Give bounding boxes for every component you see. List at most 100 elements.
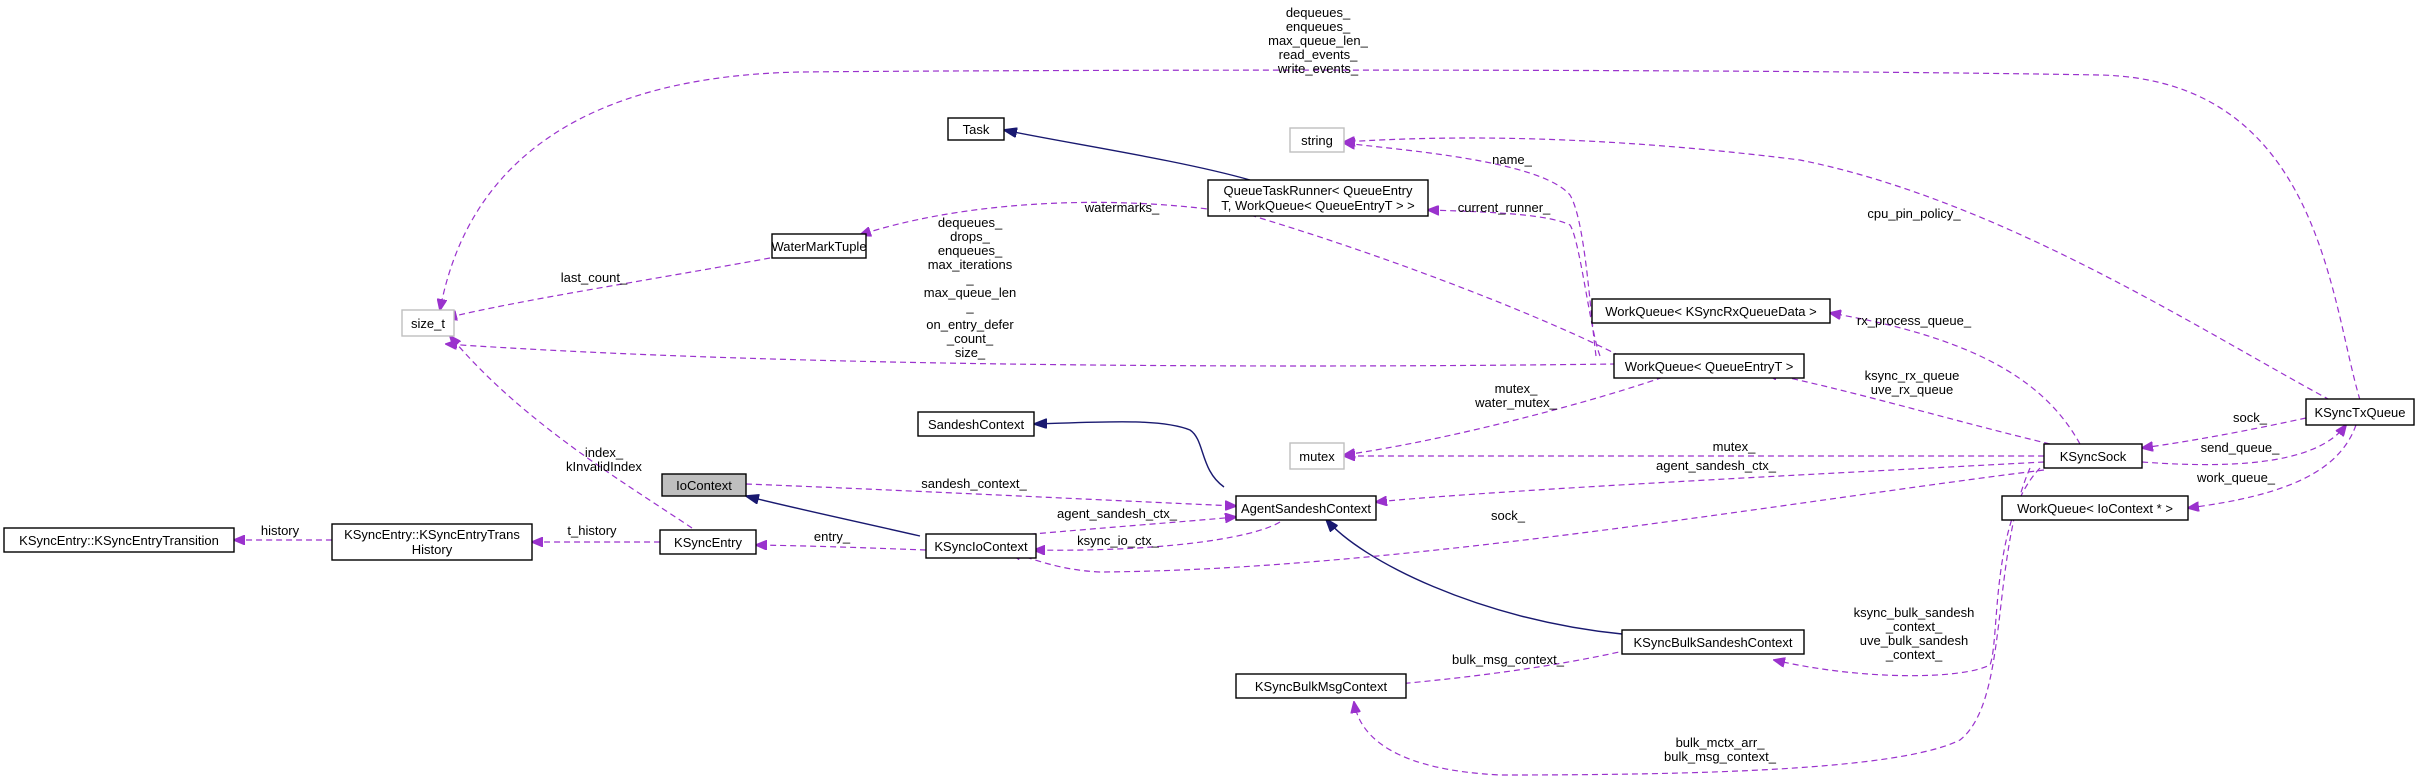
label-name: name_ (1492, 152, 1533, 167)
node-string-label: string (1301, 133, 1333, 148)
label-sock: sock_ (2233, 410, 2268, 425)
node-asc-label: AgentSandeshContext (1241, 501, 1371, 516)
node-watermark-tuple[interactable]: WaterMarkTuple (771, 233, 867, 259)
label-wq-sep2: _ (965, 299, 974, 314)
edge-ksynciocontext-asc (1009, 517, 1236, 537)
edge-ksynciocontext-entry (756, 545, 927, 551)
label-top-enqueues: enqueues_ (1286, 19, 1351, 34)
node-qtr-label-1: QueueTaskRunner< QueueEntry (1224, 183, 1413, 198)
edge-ksynciocontext-iocontext (746, 496, 921, 537)
node-ksync-sock[interactable]: KSyncSock (2043, 443, 2143, 469)
node-qtr-label-2: T, WorkQueue< QueueEntryT > > (1221, 198, 1415, 213)
edge-asc-ksynciocontext (1034, 521, 1281, 550)
node-ksync-entry-trans-history[interactable]: KSyncEntry::KSyncEntryTrans History (331, 523, 533, 561)
node-task[interactable]: Task (947, 117, 1005, 141)
edge-watermark-sizet (446, 257, 771, 318)
label-history: history (261, 523, 300, 538)
label-bulk-mctx-arr: bulk_mctx_arr_ (1676, 735, 1766, 750)
label-wq-sep1: _ (965, 271, 974, 286)
edge-sock-bulksandesh (1774, 467, 2041, 677)
node-bulk-sandesh-label: KSyncBulkSandeshContext (1634, 635, 1793, 650)
edge-txqueue-string (1344, 138, 2331, 401)
node-ksync-entry-label: KSyncEntry (674, 535, 742, 550)
edge-qtr-task (1004, 130, 1251, 181)
edges (234, 69, 2361, 776)
label-current-runner: current_runner_ (1458, 200, 1551, 215)
node-ksync-tx-queue[interactable]: KSyncTxQueue (2305, 398, 2415, 426)
edge-txqueue-sizet (440, 69, 2361, 401)
edge-sock-txqueue (2141, 425, 2346, 466)
label-mutex: mutex_ (1495, 381, 1538, 396)
label-wq-drops: drops_ (950, 229, 991, 244)
label-entry: entry_ (814, 529, 851, 544)
nodes: Task string QueueTaskRunner< QueueEntry … (3, 117, 2415, 699)
node-mutex-label: mutex (1299, 449, 1335, 464)
node-workqueue-entry[interactable]: WorkQueue< QueueEntryT > (1613, 353, 1805, 379)
node-size-t-label: size_t (411, 316, 445, 331)
edge-wq-string (1344, 143, 1597, 357)
label-watermarks: watermarks_ (1084, 200, 1160, 215)
node-ksync-bulk-sandesh-context[interactable]: KSyncBulkSandeshContext (1621, 629, 1805, 655)
label-bulk-msg-context-2: bulk_msg_context_ (1664, 749, 1777, 764)
label-sandesh-context: sandesh_context_ (921, 476, 1027, 491)
node-wq-entry-label: WorkQueue< QueueEntryT > (1625, 359, 1794, 374)
label-send-queue: send_queue_ (2201, 440, 2281, 455)
node-agent-sandesh-context[interactable]: AgentSandeshContext (1235, 495, 1377, 521)
node-ksync-io-context[interactable]: KSyncIoContext (925, 533, 1037, 559)
edge-labels: dequeues_ enqueues_ max_queue_len_ read_… (261, 5, 2280, 764)
node-ksync-entry[interactable]: KSyncEntry (659, 529, 757, 555)
label-wq-max-iterations: max_iterations (928, 257, 1013, 272)
edge-bulksandesh-bulkmsg (1374, 649, 1629, 686)
node-size-t[interactable]: size_t (401, 309, 455, 337)
node-workqueue-io[interactable]: WorkQueue< IoContext * > (2001, 495, 2189, 521)
label-uve-bulk-sandesh: uve_bulk_sandesh (1860, 633, 1968, 648)
node-ksync-io-context-label: KSyncIoContext (934, 539, 1028, 554)
edge-sizet-ksyncentry (450, 336, 693, 529)
node-sandesh-context[interactable]: SandeshContext (917, 411, 1035, 437)
node-trans-history-label-2: History (412, 542, 453, 557)
label-agent-sandesh-ctx-io: agent_sandesh_ctx_ (1057, 506, 1178, 521)
edge-sock-wqrx (1830, 313, 2081, 445)
edge-sock-wqentry (1766, 373, 2051, 445)
edge-wq-watermark (860, 201, 1621, 357)
label-ksync-bulk-sandesh: ksync_bulk_sandesh (1854, 605, 1975, 620)
node-ksync-bulk-msg-context[interactable]: KSyncBulkMsgContext (1235, 673, 1407, 699)
node-workqueue-rx[interactable]: WorkQueue< KSyncRxQueueData > (1591, 298, 1831, 324)
node-io-context[interactable]: IoContext (661, 473, 747, 497)
label-top-max-queue-len: max_queue_len_ (1268, 33, 1369, 48)
label-ksync-rx-queue: ksync_rx_queue (1865, 368, 1960, 383)
node-mutex[interactable]: mutex (1289, 442, 1345, 470)
node-task-label: Task (963, 122, 990, 137)
label-water-mutex: water_mutex_ (1474, 395, 1557, 410)
label-mutex-sock: mutex_ (1713, 439, 1756, 454)
edge-wq-sizet (446, 344, 1617, 367)
node-bulk-msg-label: KSyncBulkMsgContext (1255, 679, 1388, 694)
node-sandesh-context-label: SandeshContext (928, 417, 1025, 432)
label-wq-dequeues: dequeues_ (938, 215, 1003, 230)
label-index: index_ (585, 445, 624, 460)
label-wq-on-entry-defer: on_entry_defer (926, 317, 1014, 332)
label-bulk-msg-context: bulk_msg_context_ (1452, 652, 1565, 667)
edge-wqentry-mutex (1344, 373, 1673, 455)
node-string[interactable]: string (1289, 127, 1345, 153)
node-wq-rx-label: WorkQueue< KSyncRxQueueData > (1605, 304, 1817, 319)
node-ksync-tx-queue-label: KSyncTxQueue (2314, 405, 2405, 420)
label-agent-sandesh-ctx-sock: agent_sandesh_ctx_ (1656, 458, 1777, 473)
label-wq-size: size_ (955, 345, 986, 360)
label-bulk-context-2: _context_ (1885, 647, 1943, 662)
label-rx-process-queue: rx_process_queue_ (1857, 313, 1972, 328)
node-io-context-label: IoContext (676, 478, 732, 493)
edge-asc-sandeshcontext (1034, 422, 1225, 488)
edge-ksyncsock-ksynciocontext (1010, 469, 2045, 573)
node-trans-history-label-1: KSyncEntry::KSyncEntryTrans (344, 527, 520, 542)
node-ksync-sock-label: KSyncSock (2060, 449, 2127, 464)
edge-txqueue-wqio (2188, 424, 2357, 508)
node-transition-label: KSyncEntry::KSyncEntryTransition (19, 533, 219, 548)
label-sock-io: sock_ (1491, 508, 1526, 523)
node-queue-task-runner[interactable]: QueueTaskRunner< QueueEntry T, WorkQueue… (1207, 179, 1429, 217)
label-wq-enqueues: enqueues_ (938, 243, 1003, 258)
edge-wq-qtr (1428, 210, 1601, 357)
node-ksync-entry-transition[interactable]: KSyncEntry::KSyncEntryTransition (3, 527, 235, 553)
label-t-history: t_history (567, 523, 617, 538)
